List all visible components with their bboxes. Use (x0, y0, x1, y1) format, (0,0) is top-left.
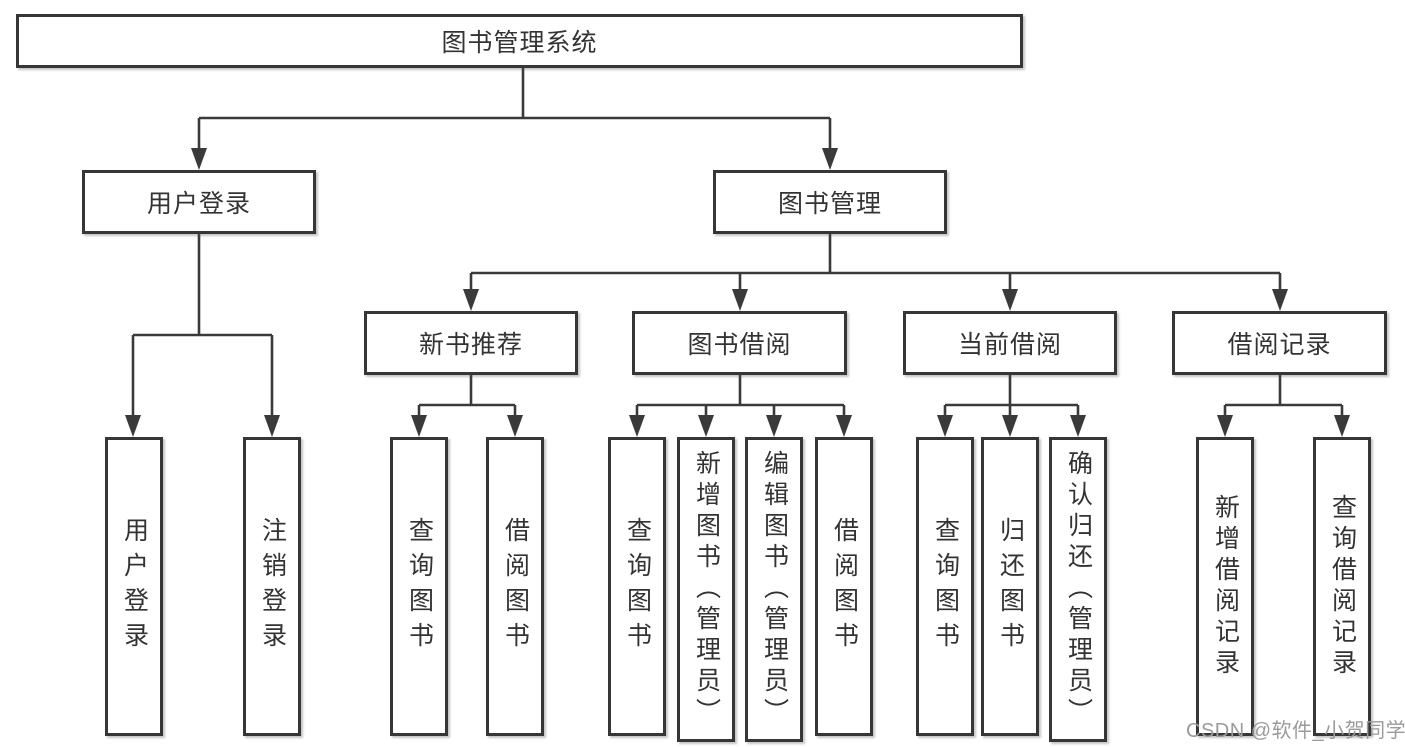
leaf-query-books-rec: 查询图书 (390, 437, 448, 736)
node-user-login-label: 用户登录 (146, 190, 251, 218)
node-current-borrow-label: 当前借阅 (957, 331, 1062, 359)
arrowhead (1334, 415, 1350, 437)
arrowhead (1070, 415, 1086, 437)
node-user-login: 用户登录 (82, 170, 316, 234)
leaf-query-borrow-record-label: 查询借阅记录 (1328, 493, 1357, 680)
node-new-book-rec: 新书推荐 (364, 311, 578, 375)
node-borrow-records-label: 借阅记录 (1227, 331, 1332, 359)
leaf-logout-label: 注销登录 (258, 516, 287, 657)
arrowhead (937, 415, 953, 437)
arrowhead (766, 415, 782, 437)
leaf-return-books-label: 归还图书 (996, 516, 1025, 657)
node-book-borrow-label: 图书借阅 (687, 331, 792, 359)
node-book-borrow: 图书借阅 (632, 311, 847, 375)
arrowhead (1217, 415, 1233, 437)
arrowhead (629, 415, 645, 437)
arrowhead (264, 415, 280, 437)
leaf-add-books-admin-label: 新增图书（管理员） (692, 450, 721, 729)
node-root-label: 图书管理系统 (441, 29, 598, 57)
leaf-borrow-books-rec: 借阅图书 (486, 437, 544, 736)
arrowhead (822, 148, 838, 170)
leaf-add-borrow-record-label: 新增借阅记录 (1211, 493, 1240, 680)
leaf-borrow-books: 借阅图书 (815, 437, 873, 736)
leaf-query-books-rec-label: 查询图书 (405, 516, 434, 657)
leaf-borrow-books-rec-label: 借阅图书 (501, 516, 530, 657)
node-book-mgmt-label: 图书管理 (777, 190, 882, 218)
node-current-borrow: 当前借阅 (903, 311, 1117, 375)
arrowhead (411, 415, 427, 437)
leaf-query-books-borrow: 查询图书 (608, 437, 666, 736)
arrowhead (125, 415, 141, 437)
watermark: CSDN @软件_小贺同学 (1186, 720, 1405, 742)
arrowhead (1002, 415, 1018, 437)
node-root: 图书管理系统 (16, 14, 1023, 68)
leaf-return-books: 归还图书 (981, 437, 1039, 736)
arrowhead (463, 289, 479, 311)
leaf-edit-books-admin: 编辑图书（管理员） (745, 437, 803, 742)
leaf-confirm-return-admin-label: 确认归还（管理员） (1064, 450, 1093, 729)
leaf-edit-books-admin-label: 编辑图书（管理员） (760, 450, 789, 729)
node-borrow-records: 借阅记录 (1172, 311, 1387, 375)
leaf-borrow-books-label: 借阅图书 (830, 516, 859, 657)
leaf-user-login: 用户登录 (105, 437, 163, 736)
leaf-query-books-current: 查询图书 (916, 437, 974, 736)
arrowhead (1272, 289, 1288, 311)
arrowhead (836, 415, 852, 437)
arrowhead (1002, 289, 1018, 311)
arrowhead (698, 415, 714, 437)
arrowhead-group (125, 148, 1350, 437)
leaf-query-books-borrow-label: 查询图书 (623, 516, 652, 657)
leaf-confirm-return-admin: 确认归还（管理员） (1049, 437, 1107, 742)
leaf-logout: 注销登录 (243, 437, 301, 736)
node-book-mgmt: 图书管理 (713, 170, 947, 234)
arrowhead (191, 148, 207, 170)
leaf-add-books-admin: 新增图书（管理员） (677, 437, 735, 742)
arrowhead (507, 415, 523, 437)
tree-edges (131, 68, 1344, 420)
leaf-user-login-label: 用户登录 (120, 516, 149, 657)
leaf-query-borrow-record: 查询借阅记录 (1313, 437, 1371, 736)
node-new-book-rec-label: 新书推荐 (418, 331, 523, 359)
arrowhead (732, 289, 748, 311)
leaf-add-borrow-record: 新增借阅记录 (1196, 437, 1254, 736)
leaf-query-books-current-label: 查询图书 (931, 516, 960, 657)
